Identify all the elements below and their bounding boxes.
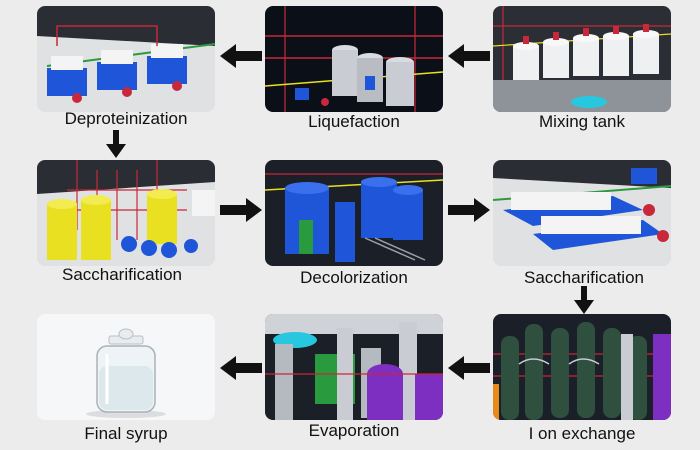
step-label-mixing-tank: Mixing tank [539,112,625,131]
step-image-mixing-tank [493,6,671,112]
step-label-evaporation: Evaporation [308,421,400,440]
step-label-saccharification-2: Saccharification [523,268,644,287]
step-image-deproteinization [37,6,215,112]
arrow-right-icon [448,198,490,222]
arrow-left-icon [448,356,490,380]
step-image-ion-exchange [493,314,671,420]
step-image-saccharification-2 [493,160,671,266]
step-label-final-syrup: Final syrup [84,424,168,443]
arrow-left-icon [448,44,490,68]
step-label-liquefaction: Liquefaction [308,112,400,131]
arrow-down-icon [574,286,594,314]
arrow-down-icon [106,130,126,158]
arrow-right-icon [220,198,262,222]
step-image-liquefaction [265,6,443,112]
step-image-evaporation [265,314,443,420]
step-image-decolorization [265,160,443,266]
step-label-decolorization: Decolorization [300,268,408,287]
step-image-saccharification-1 [37,160,215,266]
step-label-saccharification-1: Saccharification [61,265,182,284]
step-label-ion-exchange: I on exchange [528,424,636,443]
arrow-left-icon [220,356,262,380]
step-image-final-syrup [37,314,215,420]
arrow-left-icon [220,44,262,68]
step-label-deproteinization: Deproteinization [64,109,188,128]
